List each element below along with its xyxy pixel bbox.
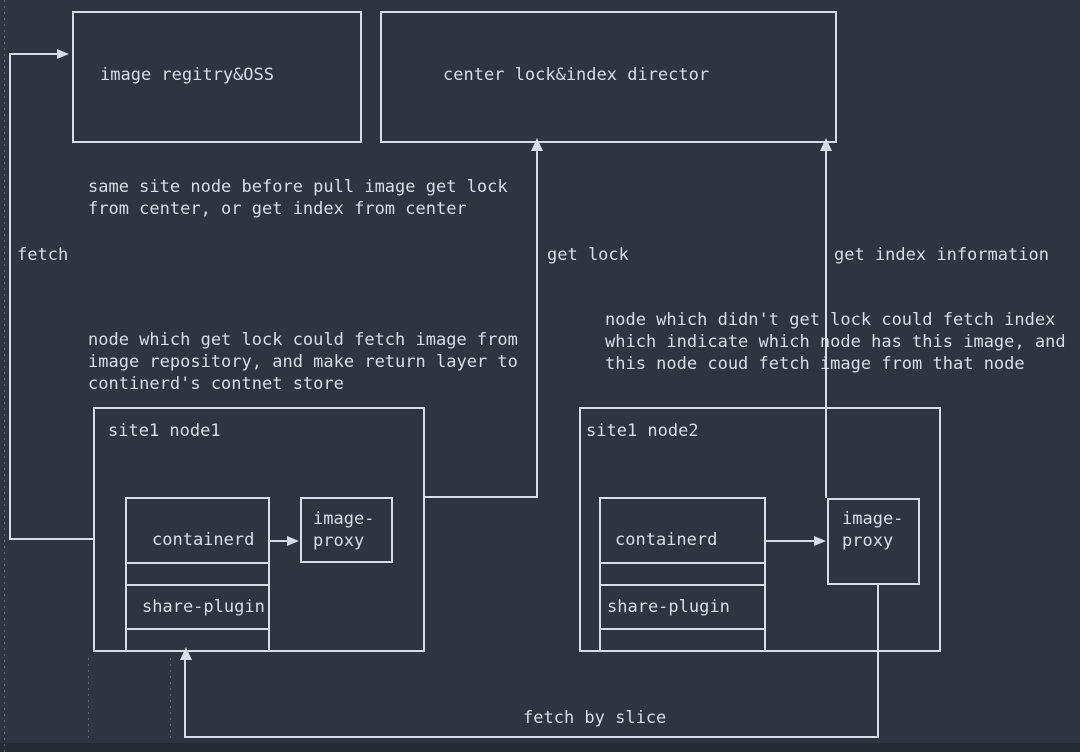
slice-line-horizontal: [184, 736, 879, 738]
label-containerd-node2: containerd: [615, 529, 717, 551]
annotation-node-got-lock-line-3: continerd's contnet store: [88, 374, 344, 394]
label-get-index-line-1: get index information: [834, 245, 1049, 265]
annotation-node-no-lock-line-1: node which didn't get lock could fetch i…: [605, 310, 1056, 330]
get-index-line-vertical: [825, 151, 827, 498]
annotation-node-no-lock: node which didn't get lock could fetch i…: [605, 309, 1066, 375]
label-image-proxy-node2-line-1: image-: [842, 509, 904, 529]
site1-node1-box-label: site1 node1: [108, 421, 221, 441]
get-lock-line-vertical: [536, 151, 538, 498]
annotation-node-no-lock-line-3: this node coud fetch image from that nod…: [605, 354, 1025, 374]
fetch-line-vertical: [9, 53, 11, 540]
node1-containerd-stack: [125, 497, 270, 652]
fetch-line-bottom-horizontal: [9, 538, 95, 540]
node2-stack-divider-3: [599, 628, 766, 630]
containerd2-arrowhead: [814, 536, 826, 546]
label-get-index: get index information: [834, 244, 1049, 266]
label-share-plugin-node2: share-plugin: [607, 596, 730, 618]
label-fetch-by-slice-line-1: fetch by slice: [523, 708, 667, 728]
label-containerd-node1-line-1: containerd: [152, 530, 255, 550]
label-image-proxy-node1: image-proxy: [313, 508, 374, 552]
node1-stack-divider-3: [125, 628, 270, 630]
label-fetch-by-slice: fetch by slice: [523, 707, 666, 729]
containerd2-to-proxy2-line: [766, 540, 815, 542]
fetch-by-slice-arrowhead: [180, 647, 192, 660]
containerd1-to-proxy1-line: [270, 540, 288, 542]
guide-dotted-mid-2: [170, 658, 171, 742]
label-share-plugin-node1: share-plugin: [142, 596, 265, 618]
label-fetch: fetch: [17, 244, 68, 266]
site1-node2-box-label: site1 node2: [586, 421, 699, 441]
label-image-proxy-node1-line-1: image-: [313, 509, 375, 529]
fetch-arrowhead: [57, 49, 69, 59]
node2-stack-divider-2: [599, 584, 766, 586]
annotation-same-site-lock: same site node before pull image get loc…: [88, 176, 508, 220]
label-get-lock-line-1: get lock: [547, 245, 629, 265]
annotation-same-site-lock-line-2: from center, or get index from center: [88, 199, 467, 219]
fetch-line-top-horizontal: [9, 53, 59, 55]
guide-dotted-mid-1: [88, 658, 89, 742]
node1-stack-divider-1: [125, 562, 270, 564]
node2-stack-divider-1: [599, 562, 766, 564]
label-image-proxy-node2-line-2: proxy: [842, 531, 894, 551]
image-registry-box-label: image regitry&OSS: [100, 65, 274, 85]
label-share-plugin-node2-line-1: share-plugin: [607, 597, 730, 617]
label-image-proxy-node1-line-2: proxy: [313, 531, 365, 551]
annotation-node-got-lock-line-1: node which get lock could fetch image fr…: [88, 330, 518, 350]
slice-line-left-vertical: [184, 659, 186, 738]
node2-image-proxy-box: [827, 498, 920, 585]
annotation-node-no-lock-line-2: which indicate which node has this image…: [605, 332, 1066, 352]
label-containerd-node2-line-1: containerd: [615, 530, 718, 550]
center-director-box-label: center lock&index director: [443, 65, 710, 85]
node1-stack-divider-2: [125, 584, 270, 586]
annotation-node-got-lock: node which get lock could fetch image fr…: [88, 329, 518, 395]
label-share-plugin-node1-line-1: share-plugin: [142, 597, 265, 617]
slice-line-right-vertical: [877, 585, 879, 738]
image-registry-box: [72, 11, 362, 143]
get-index-arrowhead: [820, 138, 832, 151]
label-get-lock: get lock: [547, 244, 629, 266]
bottom-strip: [0, 743, 1080, 752]
center-director-box: [380, 11, 837, 143]
annotation-same-site-lock-line-1: same site node before pull image get loc…: [88, 177, 508, 197]
label-containerd-node1: containerd: [152, 529, 254, 551]
containerd1-arrowhead: [287, 536, 299, 546]
label-fetch-line-1: fetch: [17, 245, 69, 265]
get-lock-line-horizontal: [425, 496, 538, 498]
get-lock-arrowhead: [531, 138, 543, 151]
node1-image-proxy-box: [300, 497, 393, 563]
annotation-node-got-lock-line-2: image repository, and make return layer …: [88, 352, 518, 372]
node2-containerd-stack: [599, 497, 766, 652]
label-image-proxy-node2: image-proxy: [842, 508, 903, 552]
guide-dotted-left: [4, 0, 5, 752]
